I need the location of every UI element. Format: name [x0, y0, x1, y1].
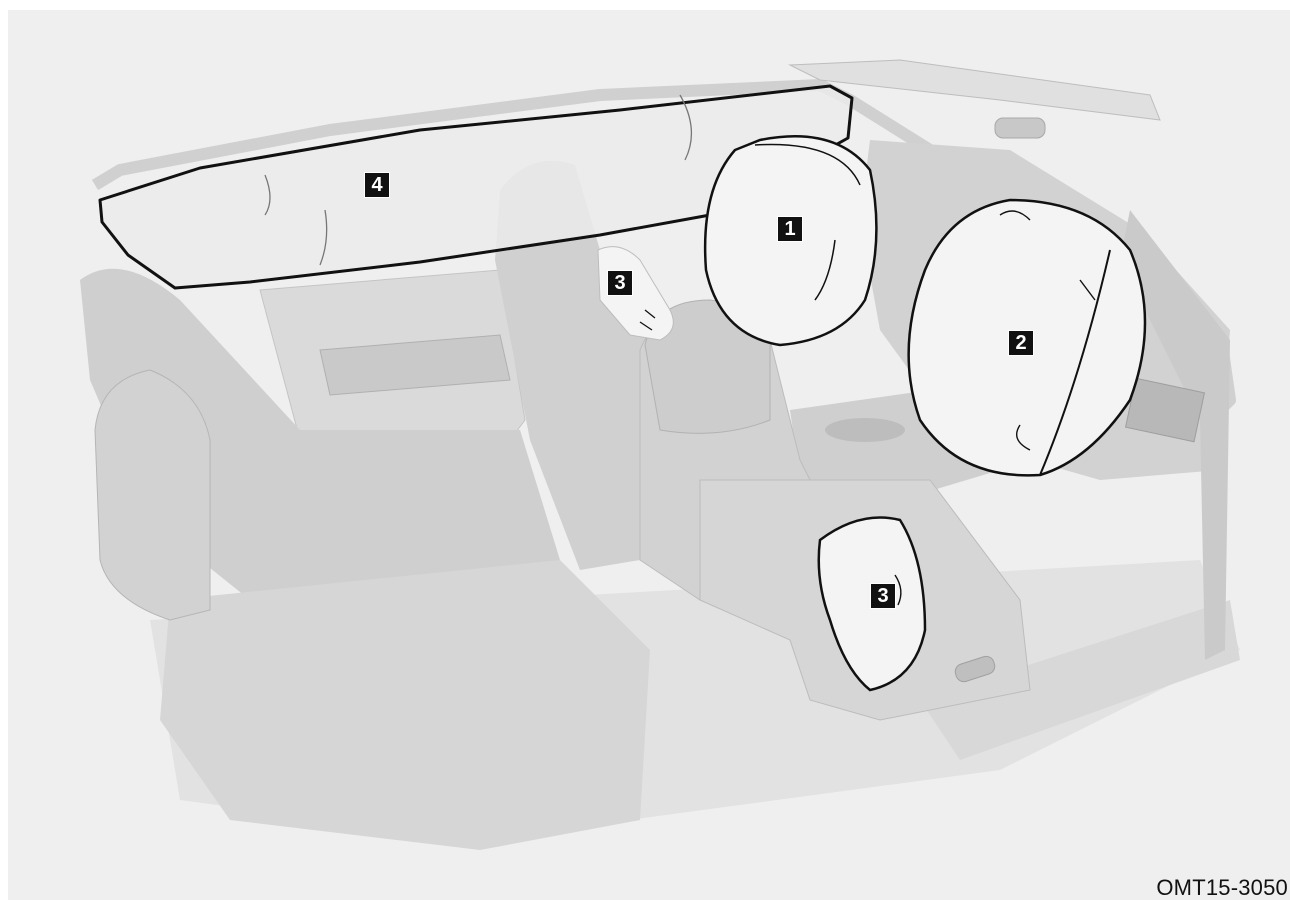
door-armrest — [319, 334, 511, 396]
marker-driver-front-airbag: 1 — [777, 216, 803, 242]
rearview-mirror — [994, 117, 1046, 139]
seat-adjust-lever — [954, 655, 996, 683]
cup-holder — [825, 418, 905, 442]
rear-headrest — [94, 369, 211, 621]
passenger-airbag-seam — [1039, 249, 1111, 476]
a-pillar — [1120, 210, 1230, 660]
windshield-header — [788, 59, 1161, 121]
marker-side-airbag-rear: 3 — [607, 270, 633, 296]
air-vent — [1124, 377, 1206, 443]
passenger-airbag-fold — [999, 210, 1031, 221]
figure-code: OMT15-3050 — [1156, 875, 1288, 900]
driver-airbag-fold — [814, 239, 836, 301]
curtain-fold-c — [319, 209, 328, 266]
side-sill — [920, 600, 1240, 760]
curtain-fold-a — [264, 174, 271, 216]
front-seat-left — [495, 160, 650, 570]
side-airbag-rear-folds — [639, 309, 656, 331]
driver-airbag-fold — [754, 143, 861, 186]
marker-side-airbag-front: 3 — [870, 583, 896, 609]
curtain-fold-b — [679, 94, 693, 161]
side-airbag-front-fold — [894, 574, 902, 606]
passenger-airbag-fold — [1079, 279, 1096, 301]
marker-curtain-airbag: 4 — [364, 172, 390, 198]
rear-seat-cushion — [160, 560, 650, 850]
marker-passenger-front-airbag: 2 — [1008, 330, 1034, 356]
passenger-airbag-fold — [1016, 424, 1031, 451]
